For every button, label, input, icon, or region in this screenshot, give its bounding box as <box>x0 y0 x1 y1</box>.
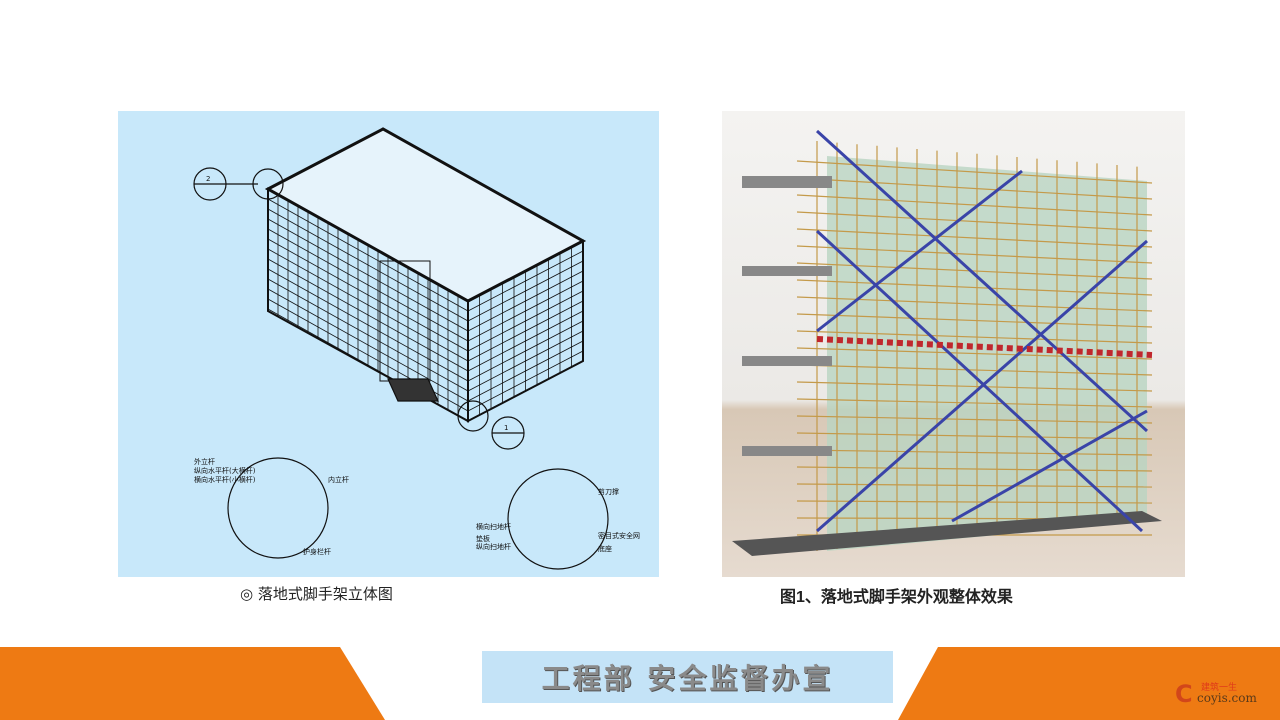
label: 横向水平杆(小横杆) <box>194 475 256 484</box>
scaffold-render-image <box>722 111 1185 577</box>
watermark-logo: C 建筑一生 coyis.com <box>1175 680 1275 710</box>
label: 外立杆 <box>194 457 215 466</box>
label: 纵向扫地杆 <box>476 542 511 551</box>
footer-band-left <box>0 647 385 720</box>
watermark-cn: 建筑一生 <box>1201 683 1238 693</box>
label: 剪刀撑 <box>598 487 619 496</box>
watermark-site: coyis.com <box>1197 691 1257 705</box>
label: 垫板 <box>476 534 490 543</box>
logo-icon: C <box>1175 680 1193 708</box>
label: 护身栏杆 <box>303 547 331 556</box>
footer-title: 工程部 安全监督办宣 <box>482 651 893 703</box>
label: 横向扫地杆 <box>476 522 511 531</box>
callout-2: 2 <box>206 175 210 183</box>
label: 密目式安全网 <box>598 531 640 540</box>
left-caption: ◎ 落地式脚手架立体图 <box>240 585 393 603</box>
label: 内立杆 <box>328 475 349 484</box>
label: 底座 <box>598 544 612 553</box>
callout-1: 1 <box>504 424 508 432</box>
label: 纵向水平杆(大横杆) <box>194 466 256 475</box>
scaffold-3d-drawing: 2 1 外立杆 纵向水平杆(大横杆) 横向水平杆(小横杆) 内立杆 护身栏杆 剪… <box>118 111 659 577</box>
footer-band-right <box>898 647 1280 720</box>
right-caption: 图1、落地式脚手架外观整体效果 <box>780 589 1013 606</box>
